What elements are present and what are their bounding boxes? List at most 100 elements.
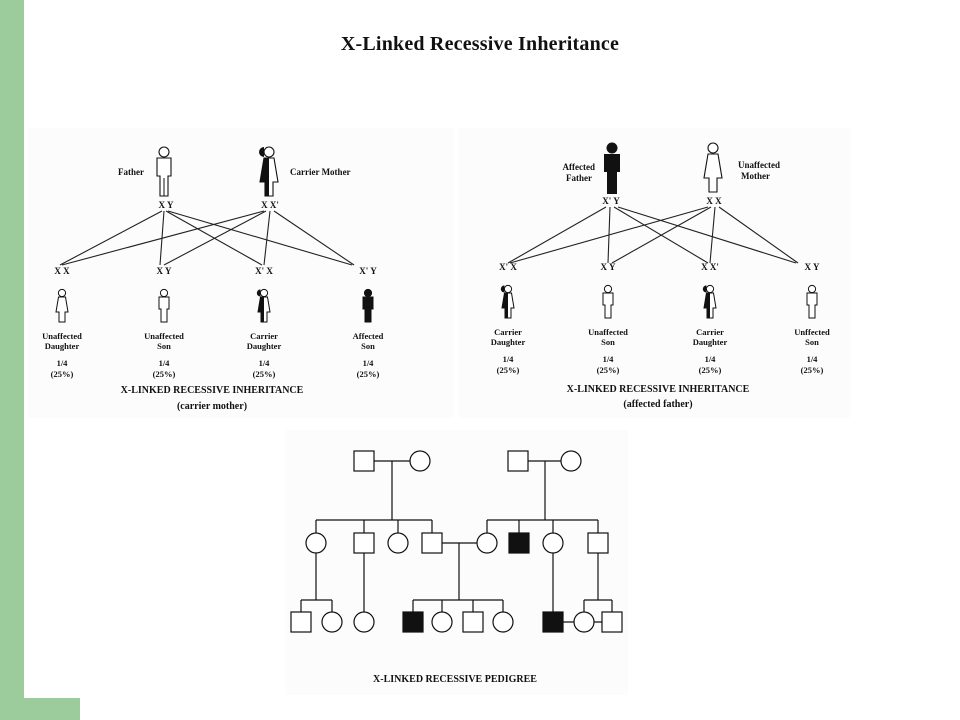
offspring-figure-carrier-female	[256, 288, 271, 323]
slide-accent-bar	[0, 0, 24, 720]
unaffected-mother-figure	[703, 142, 723, 193]
offspring-label: Daughter	[491, 337, 526, 347]
offspring-label: Son	[805, 337, 819, 347]
pedigree-gen3-male	[402, 611, 424, 633]
pedigree-gen2-female	[387, 532, 409, 554]
offspring-figure-affected-male	[362, 288, 374, 323]
offspring-probability: 1/4	[57, 358, 69, 368]
pedigree-gen3-female	[321, 611, 343, 633]
carrier-mother-figure	[258, 146, 279, 197]
offspring-label: Unaffected	[144, 331, 184, 341]
pedigree-founder-female	[409, 450, 431, 472]
cross-lines	[507, 206, 799, 264]
father-genotype: X Y	[159, 200, 174, 210]
father-label-line1: Affected	[563, 162, 595, 172]
offspring-percent: (25%)	[497, 365, 520, 375]
pedigree-caption: X-LINKED RECESSIVE PEDIGREE	[373, 674, 537, 685]
offspring-percent: (25%)	[801, 365, 824, 375]
affected-father-diagram: Affected Father Unaffected Mother X' Y X…	[491, 142, 830, 410]
offspring-label: Daughter	[45, 341, 80, 351]
offspring-percent: (25%)	[699, 365, 722, 375]
offspring-label: Son	[601, 337, 615, 347]
offspring-figure-normal-male	[806, 284, 818, 319]
mother-label: Carrier Mother	[290, 167, 351, 177]
offspring-figure-carrier-female	[500, 284, 515, 319]
offspring-label: Unaffected	[588, 327, 628, 337]
offspring-probability: 1/4	[259, 358, 271, 368]
offspring-genotype: X' X	[499, 262, 517, 272]
father-label-line2: Father	[566, 173, 592, 183]
offspring-label: Son	[361, 341, 375, 351]
offspring-genotype: X' Y	[359, 266, 377, 276]
offspring-label: Affected	[353, 331, 384, 341]
mother-genotype: X X'	[261, 200, 279, 210]
panel-caption: X-LINKED RECESSIVE INHERITANCE	[121, 385, 304, 396]
carrier-mother-diagram: Father Carrier Mother X Y X X' X X Unaffe…	[42, 146, 384, 412]
offspring-label: Daughter	[247, 341, 282, 351]
affected-father-panel-bg	[458, 128, 850, 418]
offspring-percent: (25%)	[597, 365, 620, 375]
pedigree-gen2-male	[421, 532, 443, 554]
pedigree-gen2-male	[353, 532, 375, 554]
pedigree-chart	[300, 460, 613, 623]
mother-label-line2: Mother	[741, 171, 770, 181]
cross-lines	[59, 210, 355, 266]
offspring-percent: (25%)	[357, 369, 380, 379]
offspring-label: Son	[157, 341, 171, 351]
father-genotype: X' Y	[602, 196, 620, 206]
offspring-label: Carrier	[696, 327, 724, 337]
offspring-label: Carrier	[250, 331, 278, 341]
offspring-probability: 1/4	[705, 354, 717, 364]
affected-father-figure	[604, 142, 620, 194]
offspring-figure-normal-male	[158, 288, 170, 323]
offspring-probability: 1/4	[503, 354, 515, 364]
pedigree-gen2-female	[305, 532, 327, 554]
offspring-label: Unaffected	[42, 331, 82, 341]
carrier-mother-panel-bg	[28, 128, 454, 418]
father-label: Father	[118, 167, 144, 177]
mother-label-line1: Unaffected	[738, 160, 780, 170]
offspring-genotype: X' X	[255, 266, 273, 276]
offspring-percent: (25%)	[153, 369, 176, 379]
offspring-probability: 1/4	[363, 358, 375, 368]
pedigree-gen2-male	[587, 532, 609, 554]
pedigree-gen3-male	[290, 611, 312, 633]
offspring-label: Daughter	[693, 337, 728, 347]
slide-accent-footer	[0, 698, 80, 720]
pedigree-gen3-female	[573, 611, 595, 633]
pedigree-founder-female	[560, 450, 582, 472]
offspring-figure-normal-male	[602, 284, 614, 319]
pedigree-founder-male	[353, 450, 375, 472]
panel-subcaption: (affected father)	[623, 399, 692, 410]
pedigree-founder-male	[507, 450, 529, 472]
pedigree-gen2-female	[476, 532, 498, 554]
offspring-probability: 1/4	[807, 354, 819, 364]
slide-title: X-Linked Recessive Inheritance	[340, 33, 620, 55]
mother-genotype: X X	[706, 196, 722, 206]
offspring-genotype: X Y	[805, 262, 820, 272]
pedigree-panel-bg	[286, 430, 628, 695]
pedigree-gen2-male	[508, 532, 530, 554]
pedigree-individuals	[290, 450, 623, 633]
panel-subcaption: (carrier mother)	[177, 401, 247, 412]
offspring-figure-carrier-female	[702, 284, 717, 319]
pedigree-gen3-male	[542, 611, 564, 633]
offspring-genotype: X X'	[701, 262, 719, 272]
offspring-label: Carrier	[494, 327, 522, 337]
offspring-percent: (25%)	[253, 369, 276, 379]
offspring-probability: 1/4	[603, 354, 615, 364]
pedigree-gen3-female	[431, 611, 453, 633]
pedigree-gen3-female	[492, 611, 514, 633]
pedigree-gen3-female	[353, 611, 375, 633]
father-figure	[156, 146, 172, 197]
pedigree-gen3-male	[601, 611, 623, 633]
pedigree-gen2-female	[542, 532, 564, 554]
offspring-figure-normal-female	[55, 288, 69, 323]
offspring-genotype: X X	[54, 266, 70, 276]
offspring-genotype: X Y	[601, 262, 616, 272]
pedigree-gen3-male	[462, 611, 484, 633]
offspring-probability: 1/4	[159, 358, 171, 368]
offspring-percent: (25%)	[51, 369, 74, 379]
offspring-label: Unffected	[794, 327, 830, 337]
